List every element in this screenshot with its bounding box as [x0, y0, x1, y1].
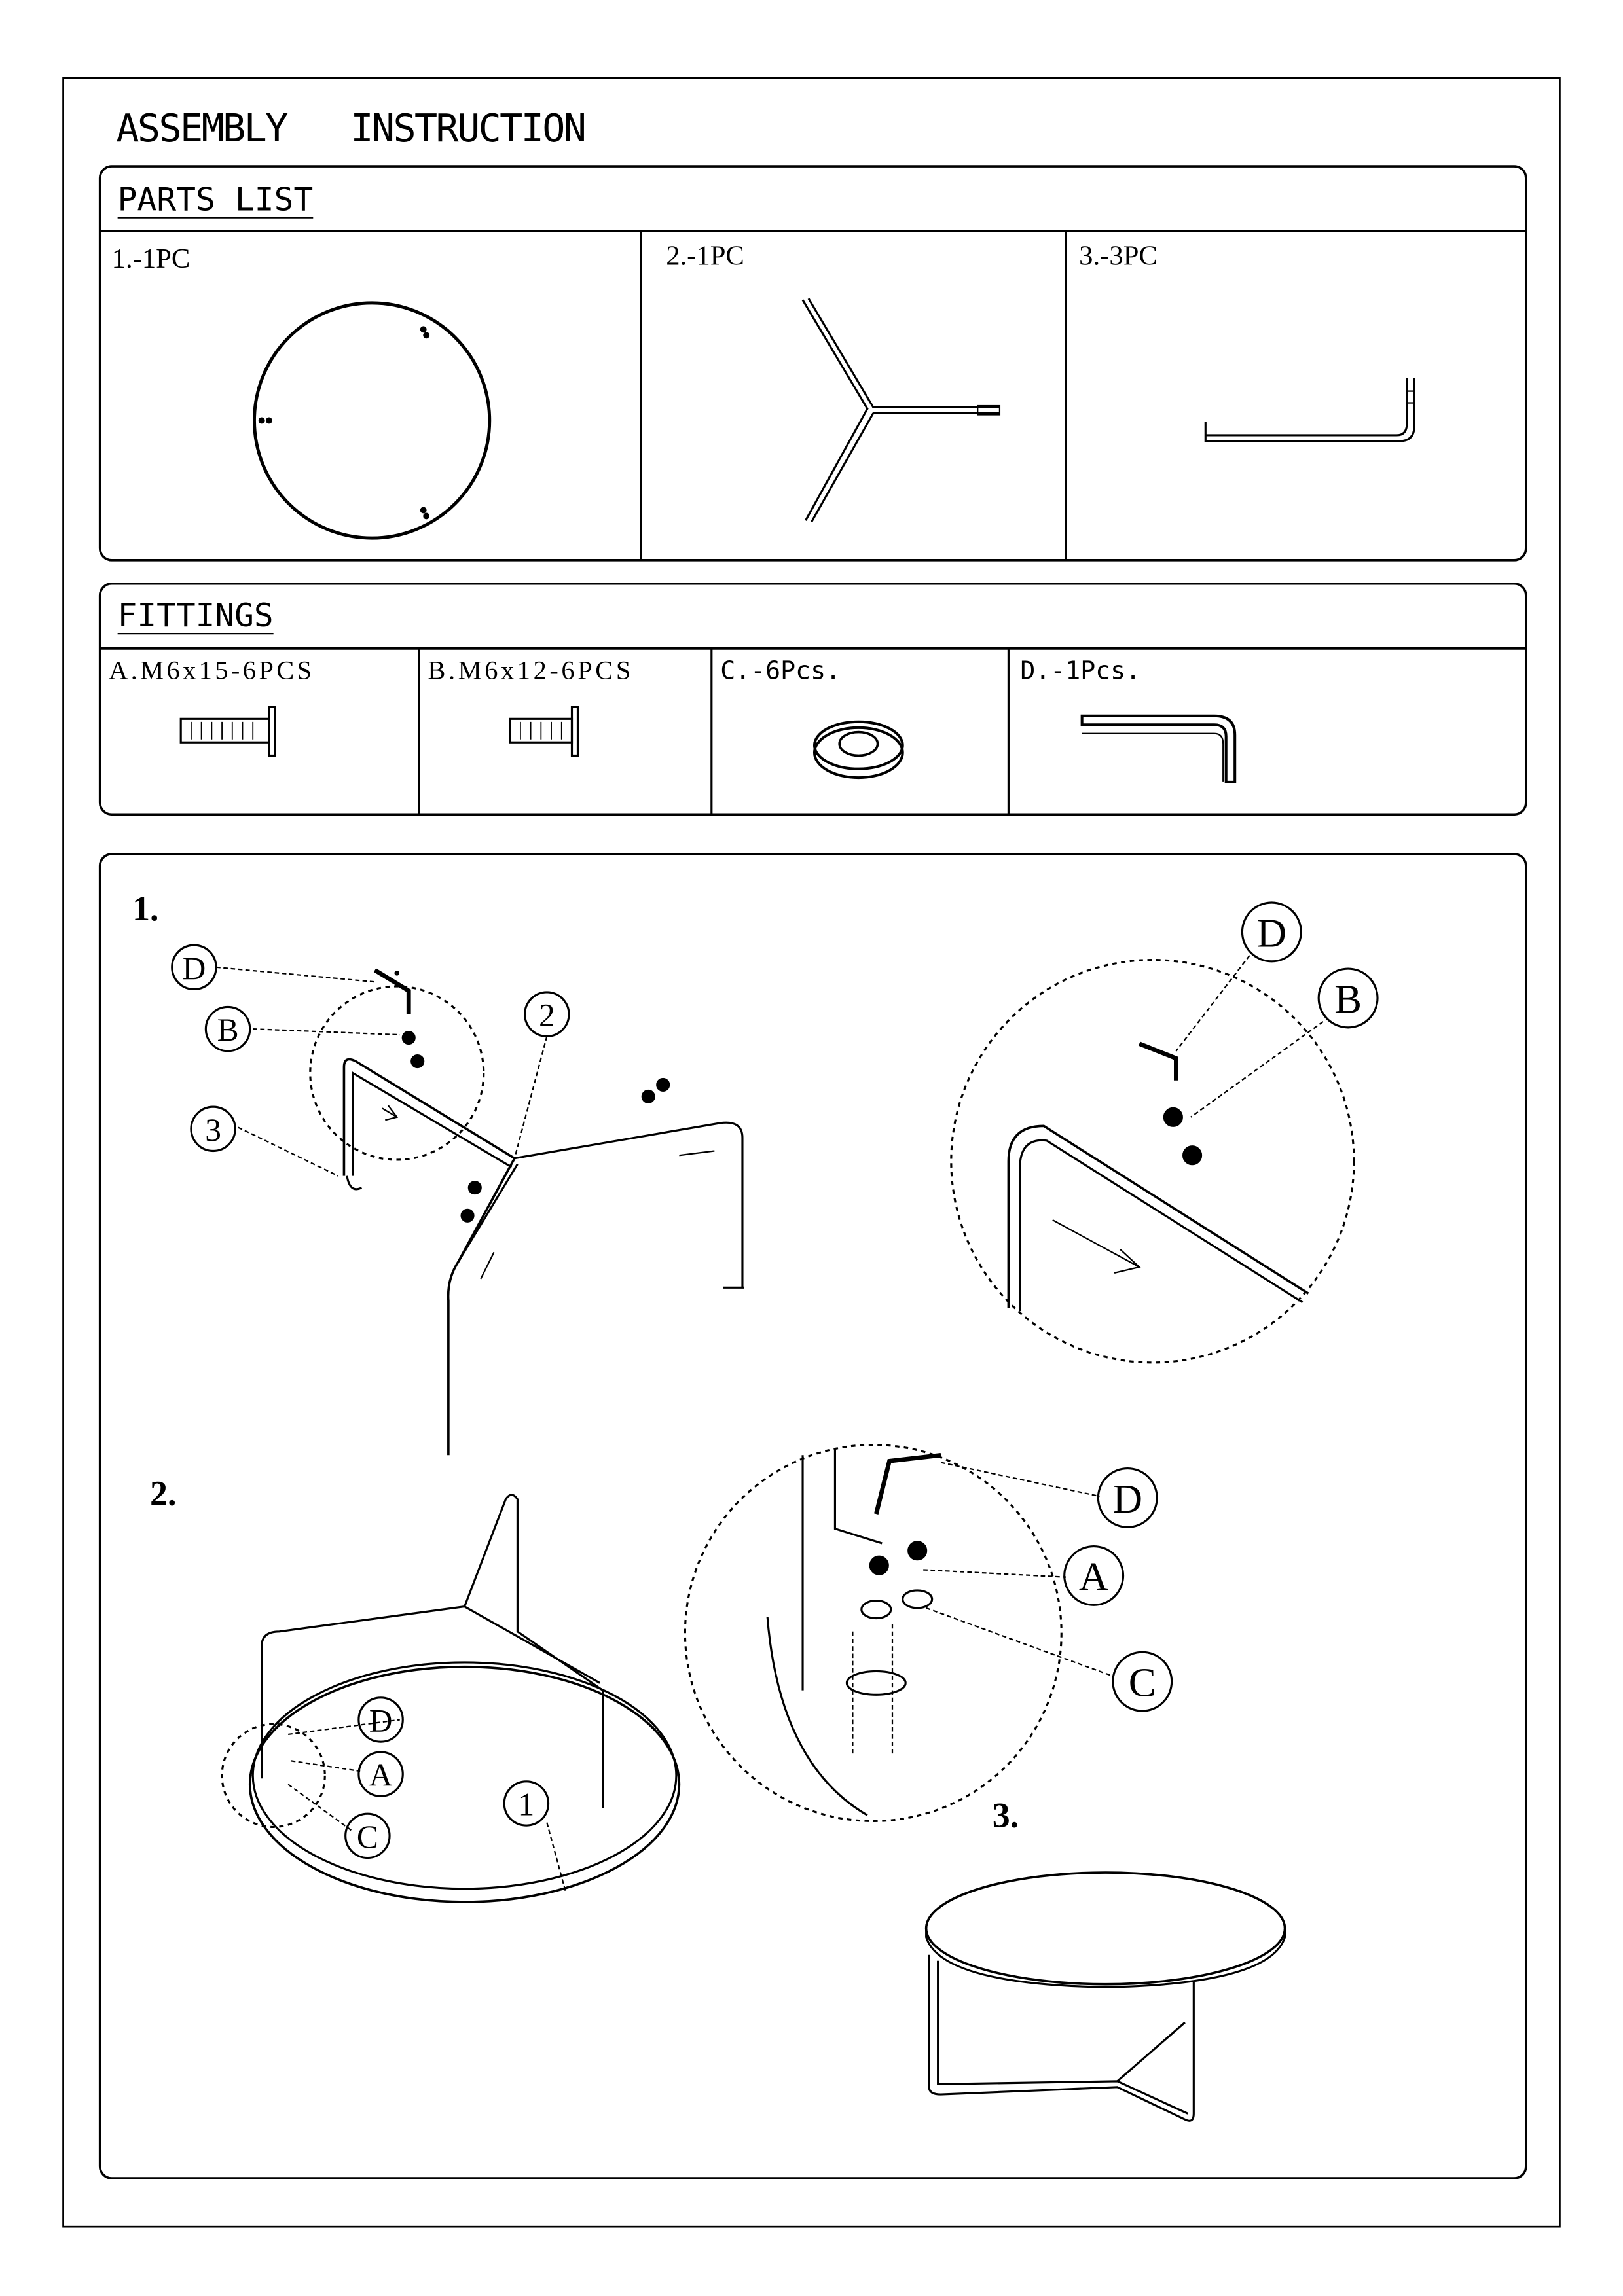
- parts-list-heading: PARTS LIST: [118, 180, 314, 218]
- fittings-heading: FITTINGS: [118, 596, 274, 634]
- callout-3: [190, 1105, 236, 1153]
- part-3-label: 3.-3PC: [1079, 240, 1158, 271]
- callout-d: [171, 944, 217, 991]
- callout-b: [204, 1005, 251, 1052]
- fitting-b-label: B.M6x12-6PCS: [428, 656, 630, 685]
- round-tabletop-icon: [252, 301, 492, 540]
- callout-label: B: [217, 1012, 239, 1048]
- step-3-number: 3.: [993, 1795, 1019, 1835]
- fitting-c-label: C.-6Pcs.: [720, 657, 841, 686]
- callout-label: C: [357, 1819, 378, 1855]
- step-1-number: 1.: [132, 889, 158, 928]
- callout-label: B: [1334, 976, 1362, 1022]
- parts-list-panel: PARTS LIST 1.-1PC 2.-1PC 3.-3PC: [98, 165, 1527, 562]
- step-1-diagram: D B 3 2: [171, 944, 744, 1456]
- washer-icon: [812, 720, 904, 780]
- callout-label: 3: [205, 1112, 221, 1148]
- step-2-diagram: D A C 1: [221, 1494, 681, 1903]
- part-2-label: 2.-1PC: [666, 240, 744, 271]
- callout-label: D: [1257, 910, 1286, 956]
- callout-label: 1: [519, 1786, 535, 1822]
- assembly-steps-panel: 1. D B 3 2: [98, 853, 1527, 2179]
- step-2-detail: D A C: [684, 1444, 1173, 1822]
- callout-label: A: [1079, 1554, 1108, 1600]
- callout-2: [524, 991, 570, 1037]
- callout-label: D: [369, 1702, 393, 1738]
- step-2-number: 2.: [150, 1474, 176, 1513]
- fitting-a-label: A.M6x15-6PCS: [109, 656, 312, 685]
- page-title: ASSEMBLY INSTRUCTION: [116, 106, 587, 151]
- assembled-table-icon: [924, 1871, 1286, 2122]
- callout-label: 2: [539, 997, 555, 1033]
- fitting-d-label: D.-1Pcs.: [1020, 657, 1140, 686]
- part-1-label: 1.-1PC: [112, 243, 191, 274]
- step-1-detail: D B: [950, 901, 1379, 1364]
- page-border: [62, 77, 1561, 2228]
- l-shaped-leg-icon: [1204, 378, 1415, 442]
- bolt-long-icon: [179, 706, 276, 757]
- tri-star-base-icon: [801, 298, 1001, 523]
- callout-label: A: [369, 1757, 393, 1793]
- bolt-short-icon: [509, 706, 579, 757]
- callout-label: C: [1129, 1660, 1156, 1706]
- callout-label: D: [183, 950, 206, 986]
- allen-key-icon: [1080, 714, 1237, 783]
- callout-label: D: [1113, 1476, 1142, 1522]
- fittings-panel: FITTINGS A.M6x15-6PCS B.M6x12-6PCS C.-6P…: [98, 582, 1527, 816]
